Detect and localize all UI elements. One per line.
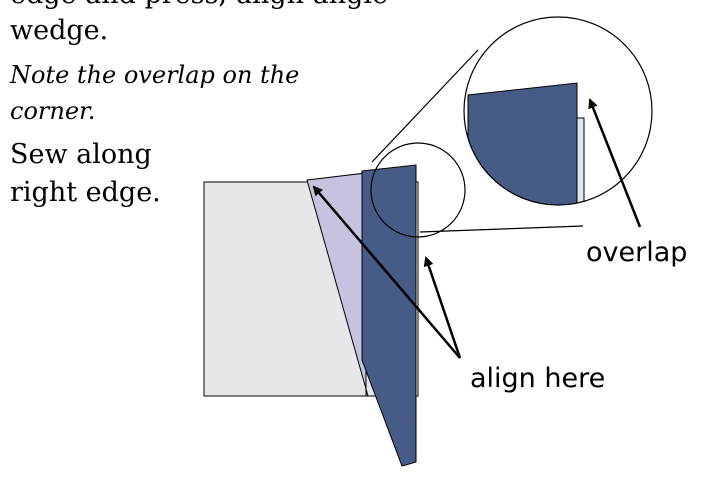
zoom-connector-top <box>371 49 479 163</box>
align-arrow-left <box>312 185 461 359</box>
align-here-label: align here <box>470 363 606 394</box>
overlap-arrow <box>588 98 642 228</box>
sew-line-2: right edge. <box>10 177 161 208</box>
instruction-wedge: wedge. <box>10 15 109 46</box>
zoom-circle <box>463 16 653 206</box>
zoom-detail <box>464 17 652 205</box>
overlap-label: overlap <box>586 237 688 268</box>
sew-line-1: Sew along <box>10 139 152 170</box>
detail-source-circle <box>370 142 466 238</box>
align-arrow-right <box>423 256 462 359</box>
note-line-2: corner. <box>10 97 96 125</box>
instruction-partial-line: edge and press; align angle <box>10 0 388 14</box>
zoom-connector-bottom <box>419 225 584 233</box>
blue-strip <box>361 164 417 467</box>
wedge-piece <box>306 172 369 397</box>
note-line-1: Note the overlap on the <box>10 61 300 89</box>
